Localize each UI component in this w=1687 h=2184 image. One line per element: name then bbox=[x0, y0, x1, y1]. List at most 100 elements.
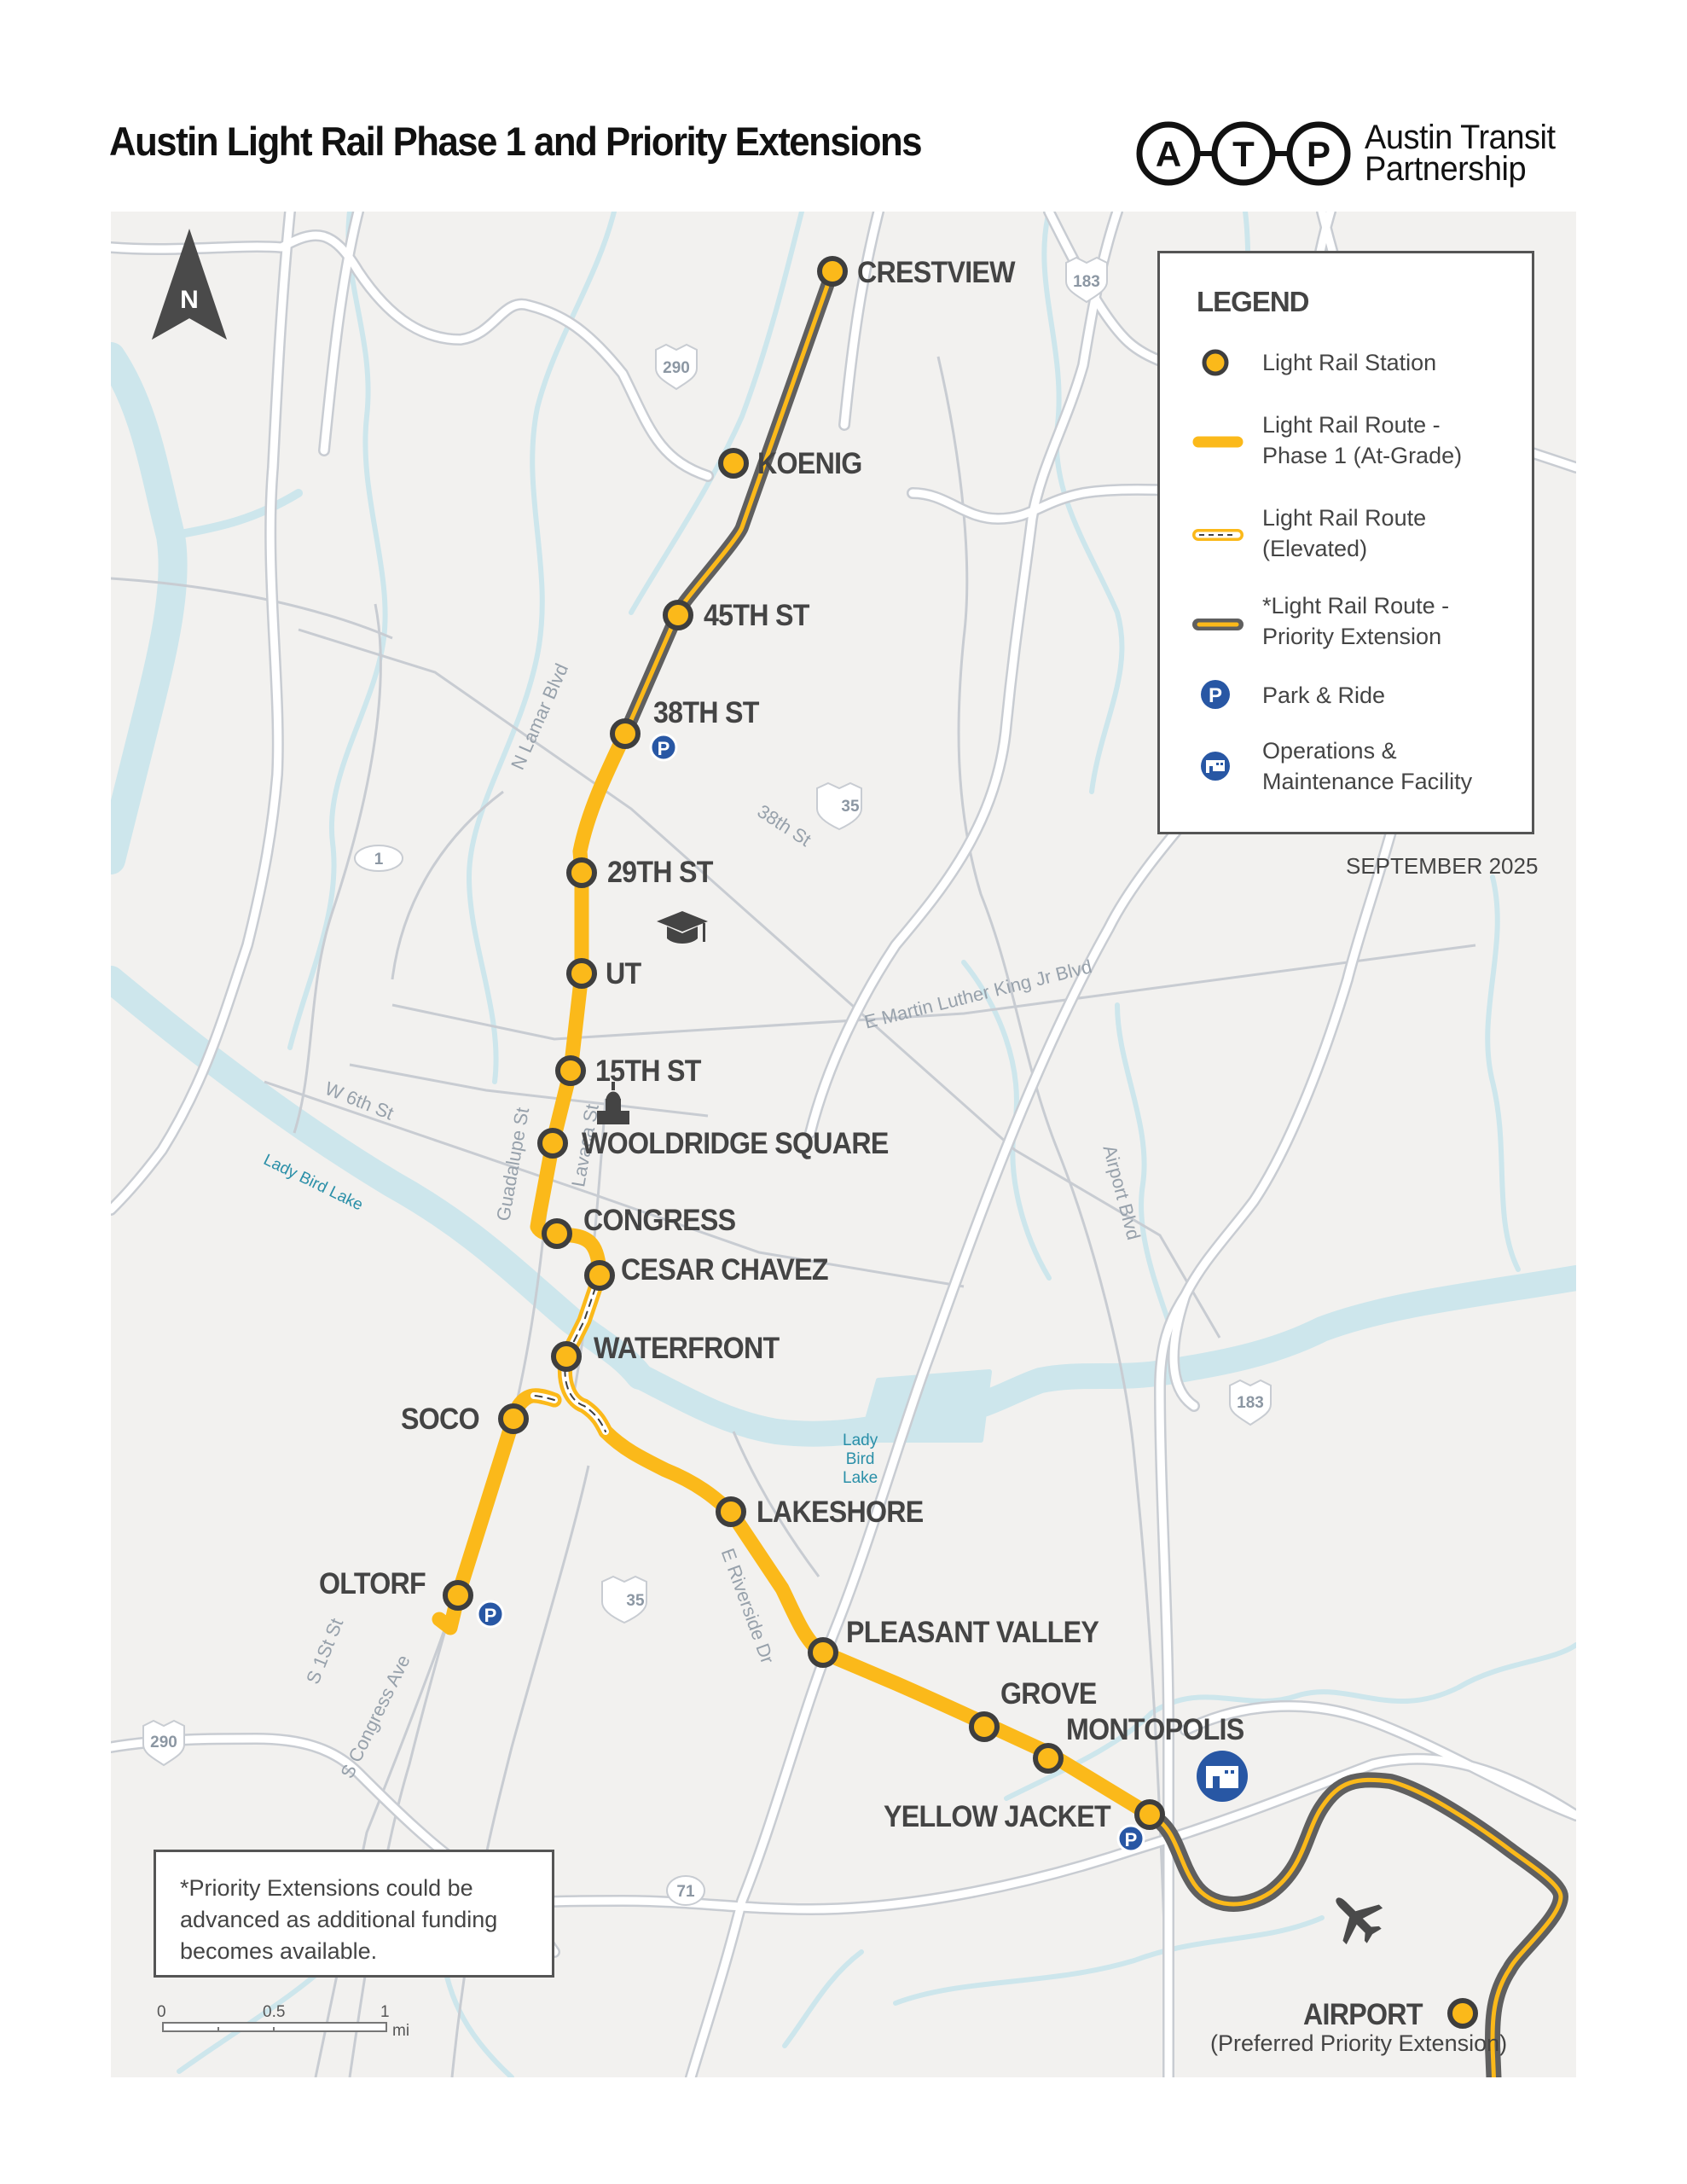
station-label-29th-st[interactable]: 29TH ST bbox=[607, 856, 713, 889]
station-label-montopolis[interactable]: MONTOPOLIS bbox=[1066, 1713, 1244, 1746]
legend-label-route-priority-extension: *Light Rail Route - Priority Extension bbox=[1262, 593, 1450, 649]
station-label-yellow-jacket[interactable]: YELLOW JACKET bbox=[884, 1800, 1111, 1833]
station-label-15th-st[interactable]: 15TH ST bbox=[595, 1054, 701, 1088]
station-marker-yellow-jacket bbox=[1134, 1799, 1165, 1830]
state-1-shield: 1 bbox=[354, 845, 403, 872]
north-arrow-icon: N bbox=[152, 229, 227, 340]
water-features bbox=[111, 212, 1576, 2077]
svg-text:P: P bbox=[484, 1605, 497, 1626]
station-icon bbox=[1202, 349, 1229, 376]
station-label-koenig[interactable]: KOENIG bbox=[757, 447, 862, 480]
station-label-38th-st[interactable]: 38TH ST bbox=[653, 696, 759, 729]
station-label-oltorf[interactable]: OLTORF bbox=[319, 1567, 426, 1600]
us-183-shield-north: 183 bbox=[1065, 256, 1108, 304]
park-ride-icon-oltorf: P bbox=[476, 1600, 505, 1629]
station-marker-29th-st bbox=[566, 857, 597, 888]
legend-label-station: Light Rail Station bbox=[1262, 350, 1437, 375]
station-label-crestview[interactable]: CRESTVIEW bbox=[857, 256, 1016, 289]
legend-label-maintenance-facility: Operations & Maintenance Facility bbox=[1262, 738, 1473, 794]
priority-extension-note: *Priority Extensions could be advanced a… bbox=[154, 1850, 554, 1978]
park-ride-markers: P P P bbox=[476, 733, 1145, 1853]
svg-text:P: P bbox=[1307, 134, 1330, 174]
i35-shield-north: 35 bbox=[816, 781, 862, 831]
svg-text:T: T bbox=[1232, 134, 1255, 174]
station-marker-congress bbox=[542, 1218, 572, 1249]
atp-logo-text: Austin Transit Partnership bbox=[1365, 119, 1556, 188]
station-label-airport[interactable]: AIRPORT bbox=[1303, 1998, 1423, 2031]
station-label-lakeshore[interactable]: LAKESHORE bbox=[757, 1496, 924, 1529]
svg-text:P: P bbox=[658, 738, 670, 759]
station-marker-montopolis bbox=[1033, 1743, 1064, 1774]
station-sublabel-airport: (Preferred Priority Extension) bbox=[1210, 2030, 1508, 2056]
airplane-icon bbox=[1336, 1897, 1383, 1945]
station-label-congress[interactable]: CONGRESS bbox=[583, 1204, 736, 1237]
station-label-grove[interactable]: GROVE bbox=[1000, 1677, 1097, 1711]
station-marker-cesar-chavez bbox=[584, 1260, 615, 1291]
station-marker-pleasant-valley bbox=[808, 1637, 838, 1668]
water-label-lady-bird-lake-east: Lady Bird Lake bbox=[843, 1432, 878, 1487]
svg-text:N: N bbox=[180, 286, 199, 314]
park-ride-icon-38th-st: P bbox=[649, 733, 678, 762]
minor-roads bbox=[111, 356, 1476, 2077]
station-marker-ut bbox=[566, 958, 597, 989]
route-priority-extension-icon bbox=[1192, 619, 1244, 630]
highway-shields: 183 290 35 1 35 183 290 71 bbox=[142, 256, 1272, 1906]
atp-logo-mark-icon: A T P bbox=[1136, 121, 1351, 186]
svg-text:290: 290 bbox=[663, 359, 690, 377]
us-183-shield-south: 183 bbox=[1229, 1379, 1272, 1426]
scale-tick-1: 1 bbox=[380, 2003, 390, 2021]
svg-text:P: P bbox=[1209, 684, 1222, 707]
station-marker-oltorf bbox=[443, 1580, 473, 1611]
capitol-icon bbox=[597, 1082, 629, 1124]
station-marker-soco bbox=[498, 1403, 529, 1434]
map-date: SEPTEMBER 2025 bbox=[1346, 853, 1539, 879]
scale-unit: mi bbox=[392, 2022, 410, 2040]
svg-text:1: 1 bbox=[374, 851, 384, 868]
legend-label-route-elevated: Light Rail Route (Elevated) bbox=[1262, 505, 1427, 561]
station-marker-lakeshore bbox=[716, 1496, 746, 1527]
park-ride-icon-yellow-jacket: P bbox=[1116, 1824, 1145, 1853]
maintenance-facility-icon bbox=[1197, 1751, 1248, 1802]
state-71-shield: 71 bbox=[666, 1875, 705, 1906]
station-label-cesar-chavez[interactable]: CESAR CHAVEZ bbox=[621, 1253, 829, 1287]
rail-priority-extension-airport bbox=[1142, 1772, 1568, 2077]
legend-label-route-at-grade: Light Rail Route - Phase 1 (At-Grade) bbox=[1262, 412, 1463, 468]
station-markers bbox=[443, 256, 1478, 2029]
us-290-shield-north: 290 bbox=[655, 343, 698, 391]
station-marker-crestview bbox=[817, 256, 848, 287]
legend-panel: LEGEND Light Rail Station Light Rail Rou… bbox=[1157, 251, 1534, 834]
svg-text:183: 183 bbox=[1237, 1394, 1264, 1412]
svg-text:35: 35 bbox=[626, 1592, 645, 1610]
svg-text:290: 290 bbox=[150, 1734, 177, 1751]
station-label-pleasant-valley[interactable]: PLEASANT VALLEY bbox=[846, 1616, 1099, 1649]
atp-logo: A T P Austin Transit Partnership bbox=[1134, 115, 1565, 192]
park-ride-icon: P bbox=[1201, 680, 1230, 709]
station-marker-koenig bbox=[718, 448, 749, 479]
rail-priority-extension-north bbox=[618, 264, 839, 741]
station-marker-grove bbox=[969, 1711, 1000, 1742]
svg-text:P: P bbox=[1125, 1829, 1138, 1850]
scale-tick-0: 0 bbox=[157, 2003, 166, 2021]
svg-text:71: 71 bbox=[676, 1883, 695, 1901]
route-at-grade-icon bbox=[1192, 436, 1244, 448]
us-290-shield-south: 290 bbox=[142, 1719, 185, 1767]
page-title: Austin Light Rail Phase 1 and Priority E… bbox=[109, 119, 923, 164]
station-label-ut[interactable]: UT bbox=[606, 957, 641, 990]
station-label-wooldridge-square[interactable]: WOOLDRIDGE SQUARE bbox=[582, 1127, 889, 1160]
station-marker-15th-st bbox=[555, 1055, 586, 1086]
maintenance-facility-icon bbox=[1201, 752, 1230, 781]
scale-bar-graphic bbox=[162, 2022, 387, 2032]
station-marker-waterfront bbox=[551, 1341, 582, 1372]
svg-text:35: 35 bbox=[841, 798, 860, 816]
station-label-45th-st[interactable]: 45TH ST bbox=[704, 599, 809, 632]
scale-tick-0-5: 0.5 bbox=[263, 2003, 286, 2021]
legend-title: LEGEND bbox=[1197, 286, 1310, 317]
legend-label-park-ride: Park & Ride bbox=[1262, 682, 1386, 708]
station-label-waterfront[interactable]: WATERFRONT bbox=[594, 1332, 780, 1365]
station-marker-38th-st bbox=[610, 718, 641, 749]
station-label-soco[interactable]: SOCO bbox=[401, 1403, 480, 1436]
logo-text-line2: Partnership bbox=[1365, 150, 1527, 188]
i35-shield-south: 35 bbox=[601, 1575, 647, 1624]
graduation-cap-icon bbox=[657, 911, 708, 944]
logo-text-line1: Austin Transit bbox=[1365, 119, 1556, 156]
